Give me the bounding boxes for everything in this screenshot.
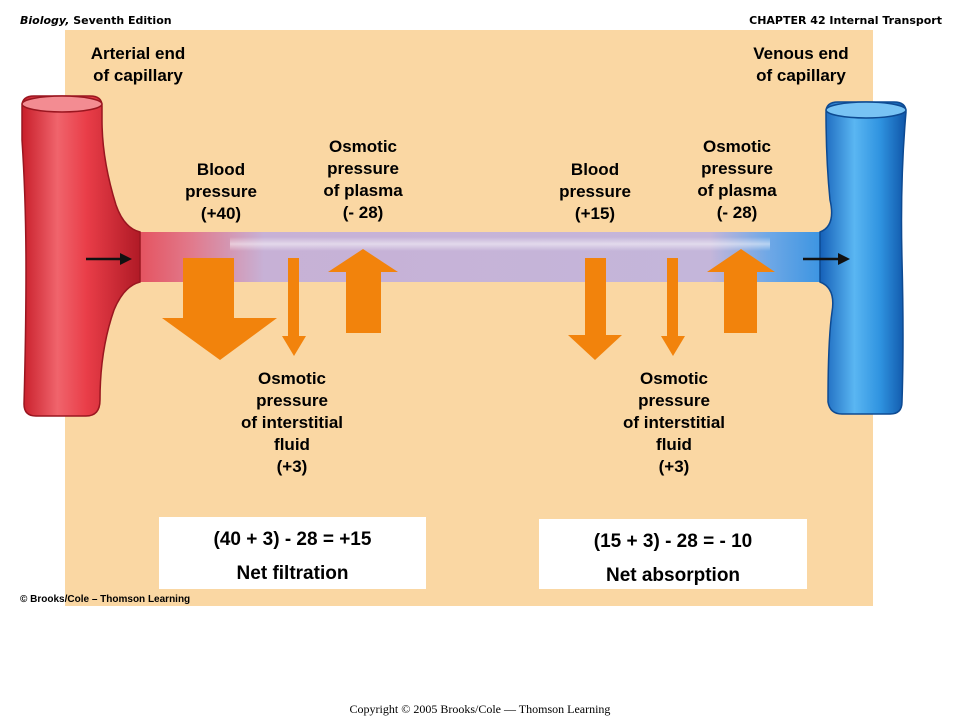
net-absorption-label: Net absorption <box>605 565 741 586</box>
capillary-highlight <box>230 237 770 251</box>
flow-arrow-left <box>86 253 132 265</box>
net-filtration-box: (40 + 3) - 28 = +15 Net filtration <box>159 517 426 589</box>
chapter-title: CHAPTER 42 Internal Transport <box>749 14 942 27</box>
image-credit: © Brooks/Cole – Thomson Learning <box>20 594 191 605</box>
net-filtration-equation: (40 + 3) - 28 = +15 <box>213 529 372 550</box>
net-absorption-equation: (15 + 3) - 28 = - 10 <box>593 531 753 552</box>
arrow-interstitial-fluid-arterial <box>282 258 306 356</box>
book-title: Biology, Seventh Edition <box>20 14 172 27</box>
arrow-plasma-osmotic-arterial <box>328 249 398 333</box>
arrow-blood-pressure-venous <box>568 258 622 360</box>
arrow-blood-pressure-arterial <box>162 258 277 360</box>
copyright-footer: Copyright © 2005 Brooks/Cole — Thomson L… <box>349 702 611 716</box>
net-absorption-box: (15 + 3) - 28 = - 10 Net absorption <box>539 519 807 589</box>
arrow-plasma-osmotic-venous <box>707 249 775 333</box>
flow-arrow-right <box>803 253 850 265</box>
net-filtration-label: Net filtration <box>236 563 349 584</box>
arterial-vessel-opening <box>21 95 103 113</box>
venous-vessel-opening <box>825 101 907 119</box>
arrow-interstitial-fluid-venous <box>661 258 685 356</box>
